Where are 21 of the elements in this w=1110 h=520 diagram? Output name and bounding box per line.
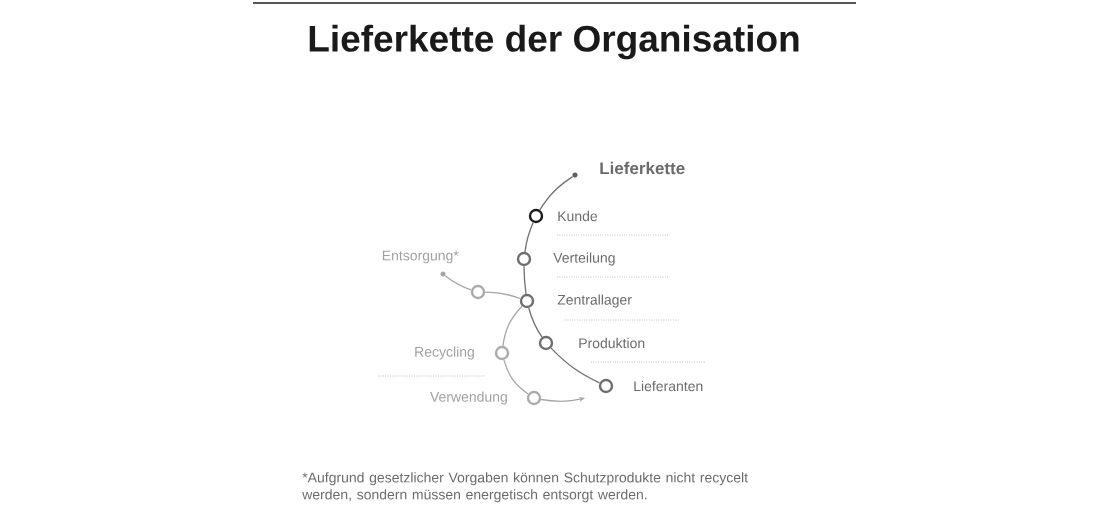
connector-line	[484, 291, 521, 300]
station-label: Entsorgung*	[382, 250, 459, 264]
connector-line	[502, 305, 523, 347]
connector-line	[444, 275, 472, 291]
connector-line	[524, 221, 534, 253]
connector-line	[523, 265, 527, 295]
connector-line	[539, 175, 574, 211]
station-label: Zentrallager	[557, 294, 632, 308]
station-label: Lieferanten	[634, 380, 703, 392]
connector-line	[550, 347, 601, 384]
station-label: Verwendung	[430, 391, 507, 405]
station-label: Kunde	[558, 210, 598, 222]
station-label: Produktion	[579, 337, 645, 349]
title: Lieferkette der Organisation	[309, 24, 799, 60]
connector-line	[540, 397, 585, 403]
station-label: Verteilung	[553, 252, 615, 266]
station-label: Recycling	[415, 346, 474, 360]
footnote: *Aufgrund gesetzlicher Vorgaben können Schutzprodukte nicht recycelt werden, sondern müssen energetisch entsorgt werden.	[302, 472, 748, 503]
connector-line	[503, 359, 529, 395]
connector-line	[528, 307, 543, 338]
heading-label: Lieferkette	[600, 161, 685, 175]
